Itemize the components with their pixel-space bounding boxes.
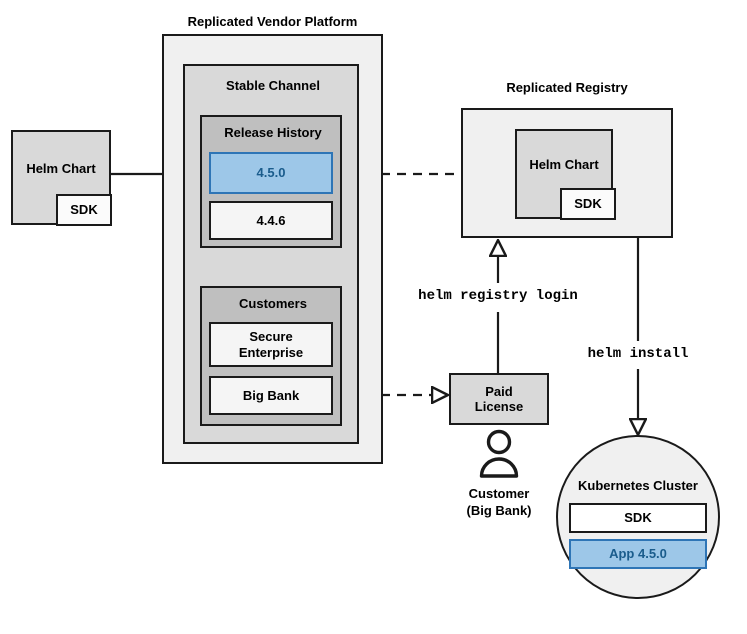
source-helm-chart-label: Helm Chart [26, 160, 96, 176]
release-item-4-4-6[interactable]: 4.4.6 [209, 201, 333, 240]
registry-sdk-label: SDK [574, 196, 602, 212]
registry-title: Replicated Registry [506, 80, 628, 95]
source-sdk-box[interactable]: SDK [56, 194, 112, 226]
customer-name-line2: Enterprise [238, 344, 304, 360]
release-item-4-5-0[interactable]: 4.5.0 [209, 152, 333, 194]
registry-helm-chart-label: Helm Chart [529, 157, 599, 173]
customer-name-line1: Secure [249, 329, 293, 345]
kubernetes-cluster-label: Kubernetes Cluster [578, 478, 698, 493]
release-version-label: 4.4.6 [256, 212, 286, 228]
vendor-platform-title-wrap: Replicated Vendor Platform [162, 14, 383, 32]
customer-caption-line1: Customer [468, 486, 530, 501]
command-helm-registry-login: helm registry login [418, 288, 578, 304]
paid-license-line2: License [474, 399, 524, 414]
paid-license-line1: Paid [485, 383, 513, 399]
source-sdk-label: SDK [70, 202, 98, 218]
registry-title-wrap: Replicated Registry [461, 80, 673, 98]
customers-label: Customers [239, 296, 307, 311]
paid-license-box[interactable]: Paid License [449, 373, 549, 425]
release-version-label: 4.5.0 [256, 165, 286, 181]
cluster-component-label: SDK [624, 510, 652, 526]
customer-item-big-bank[interactable]: Big Bank [209, 376, 333, 415]
release-history-label: Release History [224, 125, 322, 140]
customer-caption-line2: (Big Bank) [466, 503, 532, 518]
customer-name-label: Big Bank [242, 387, 300, 403]
person-icon [479, 429, 519, 478]
cluster-component-app[interactable]: App 4.5.0 [569, 539, 707, 569]
registry-sdk-box[interactable]: SDK [560, 188, 616, 220]
customer-item-secure-enterprise[interactable]: Secure Enterprise [209, 322, 333, 367]
cluster-component-label: App 4.5.0 [609, 546, 667, 562]
cluster-component-sdk[interactable]: SDK [569, 503, 707, 533]
vendor-platform-title: Replicated Vendor Platform [187, 14, 358, 29]
command-helm-install: helm install [587, 346, 689, 362]
stable-channel-label: Stable Channel [226, 78, 320, 93]
